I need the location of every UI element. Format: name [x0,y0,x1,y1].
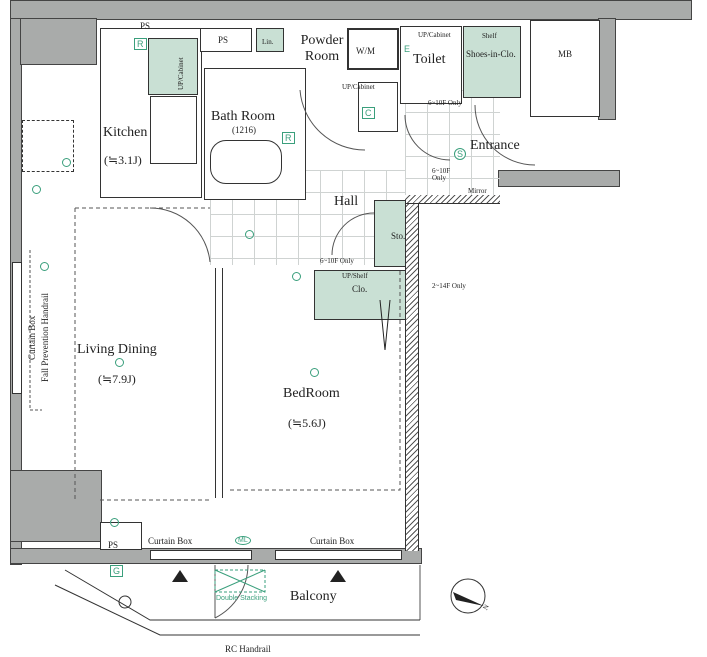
ceiling-light-icon [310,368,319,377]
exterior-hatched-wall [405,196,419,551]
mb-label: MB [558,49,573,59]
mirror-label: Mirror [468,187,487,195]
living-dining-label: Living Dining [77,342,157,357]
ps-bottom-label: PS [108,540,119,550]
double-stacking-box [214,569,266,593]
washing-machine [347,28,399,70]
toilet-door-swing [404,114,451,161]
curtain-box-left-label: Curtain Box [148,536,193,546]
wm-label: W/M [356,46,375,56]
bottom-left-column [10,470,102,542]
floor-note-closet: 2~14F Only [432,282,466,290]
toilet-room [400,26,462,104]
bath-door-swing [299,89,366,151]
powder-room-label: Powder Room [300,33,344,64]
shoes-in-closet-label: Shoes-in-Clo. [466,49,516,59]
entrance-door-swing [474,104,536,166]
curtain-box-right-label: Curtain Box [310,536,355,546]
ml-tag: ML [235,536,251,545]
bathtub [210,140,282,184]
entrance-label: Entrance [470,138,520,153]
closet-door-mark [379,299,391,351]
hall-door-swing [331,212,375,256]
top-left-structure [20,18,97,65]
r-tag: R [282,132,295,144]
drain-icon [118,595,132,609]
hall-label: Hall [334,194,359,209]
up-cabinet-powder-label: UP/Cabinet [342,83,375,91]
ps-top-label: PS [140,21,151,31]
outlet-icon [32,185,41,194]
balcony-label: Balcony [290,589,337,604]
fridge-space [22,120,74,172]
closet [314,270,406,320]
c-tag: C [362,107,375,119]
curtain-box-line [29,250,42,411]
living-dining-size: (≒7.9J) [98,372,136,386]
bedroom-size: (≒5.6J) [288,416,326,430]
linen-closet [256,28,284,52]
floor-note-hall: 6~10F Only [320,257,354,265]
double-stacking-label: Double Stacking [216,595,267,602]
linen-label: Lin. [262,38,274,46]
rc-handrail-line [54,584,420,636]
rc-handrail-label: RC Handrail [225,644,271,654]
storage [374,200,406,267]
bedroom-ceiling-line [230,270,401,491]
closet-label: Clo. [352,284,368,294]
g-tag: G [110,565,124,577]
balcony-window-right [275,550,402,560]
partition-wall [215,268,223,498]
up-cabinet-kitchen-label: UP/Cabinet [177,57,185,90]
light-icon [40,262,49,271]
balcony-window-left [150,550,252,560]
ps-mid-box [200,28,252,52]
s-tag: S [454,148,467,160]
floor-note-entrance: 6~10F Only [432,167,451,182]
north-arrow-icon [450,578,486,614]
fall-prevention-handrail-label: Fall Prevention Handrail [40,293,50,382]
bedroom-label: BedRoom [283,386,340,401]
floor-note-toilet: 6~10F Only [428,99,462,107]
stove [150,96,197,164]
top-wall [10,0,692,20]
ps-bottom-box [100,522,142,550]
r-tag: R [134,38,147,50]
up-shelf-label: UP/Shelf [342,272,368,280]
kitchen-size: (≒3.1J) [104,153,142,167]
toilet-label: Toilet [413,52,446,67]
entry-triangle-left [172,570,188,582]
living-ceiling-line [74,207,210,501]
ps-mid-label: PS [218,35,229,45]
outlet-icon [245,230,254,239]
up-cabinet-toilet-label: UP/Cabinet [418,31,451,39]
kitchen-cabinet [148,38,198,95]
mb-box [530,20,600,117]
outlet-icon [292,272,301,281]
shelf-label: Shelf [482,32,497,40]
curtain-box-side-label: Curtain Box [27,315,37,360]
shoes-in-closet [463,26,521,98]
e-tag: E [404,44,411,54]
entry-triangle-right [330,570,346,582]
storage-label: Sto. [391,231,406,241]
kitchen-label: Kitchen [103,125,148,140]
outlet-icon [62,158,71,167]
ceiling-light-icon [115,358,124,367]
bath-room-size: (1216) [232,125,256,135]
left-window [12,262,22,394]
hatched-wall-top [405,195,500,204]
bath-room-label: Bath Room [211,109,276,124]
entrance-floor [405,90,500,195]
outlet-icon [110,518,119,527]
balcony-edge [64,569,420,621]
living-door-swing [149,207,211,263]
